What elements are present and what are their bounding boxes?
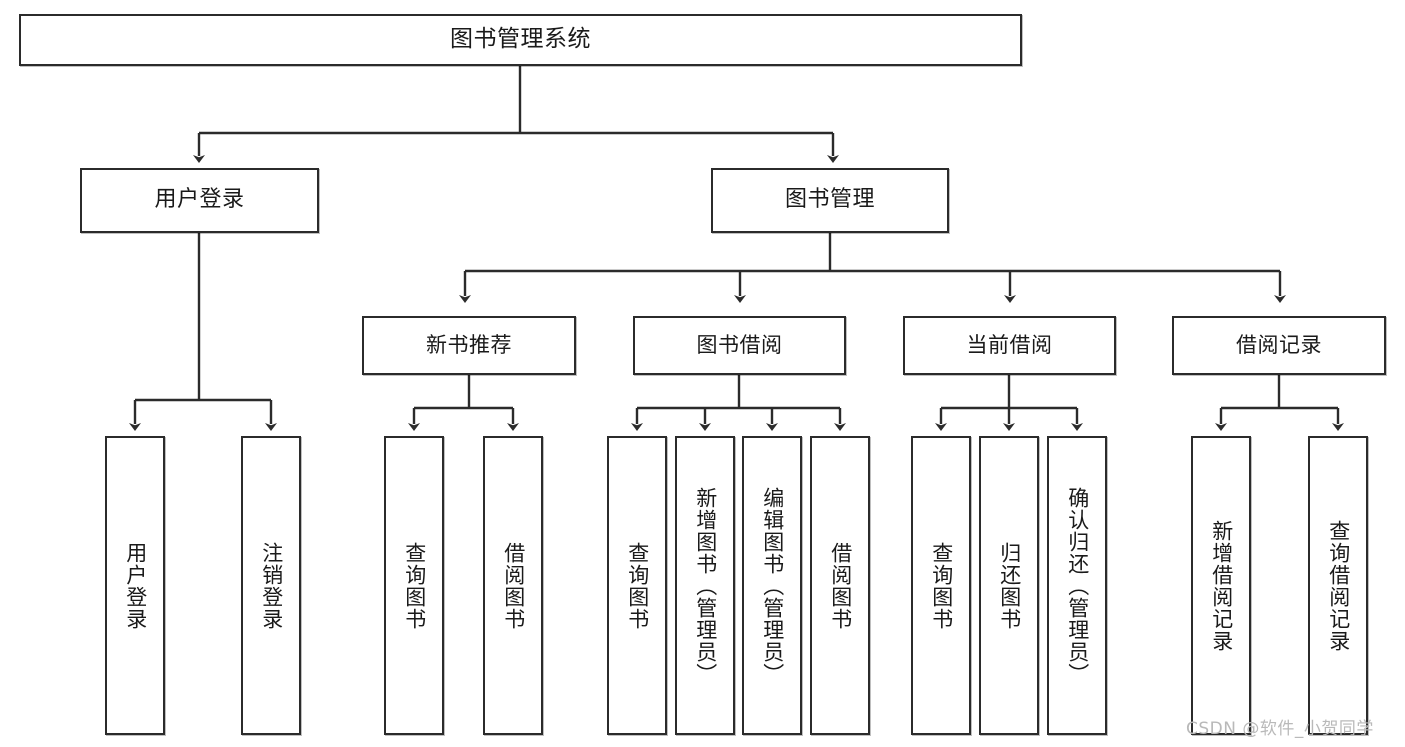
node-borrow-records-label: 借阅记录 [1236,332,1322,357]
leaf-logout[interactable]: 注销登录 [241,436,301,735]
leaf-return-book[interactable]: 归还图书 [979,436,1039,735]
leaf-add-book-admin-label: 新增图书（管理员） [693,486,718,685]
leaf-query-book-current[interactable]: 查询图书 [911,436,971,735]
node-root-label: 图书管理系统 [450,26,591,53]
node-user-login[interactable]: 用户登录 [80,168,319,233]
leaf-user-login-label: 用户登录 [123,541,148,630]
node-user-login-label: 用户登录 [154,187,245,213]
node-root[interactable]: 图书管理系统 [19,14,1022,66]
node-borrow-records[interactable]: 借阅记录 [1172,316,1386,375]
leaf-query-book-current-label: 查询图书 [929,541,954,630]
leaf-user-login[interactable]: 用户登录 [105,436,165,735]
node-book-management[interactable]: 图书管理 [711,168,949,233]
leaf-return-book-label: 归还图书 [997,541,1022,630]
node-current-borrow[interactable]: 当前借阅 [903,316,1116,375]
leaf-query-borrow-record[interactable]: 查询借阅记录 [1308,436,1368,735]
leaf-query-book-borrow-label: 查询图书 [625,541,650,630]
leaf-query-book-recommend-label: 查询图书 [402,541,427,630]
leaf-add-book-admin[interactable]: 新增图书（管理员） [675,436,735,735]
leaf-edit-book-admin-label: 编辑图书（管理员） [760,486,785,685]
leaf-borrow-book-recommend-label: 借阅图书 [501,541,526,630]
csdn-watermark: CSDN @软件_小贺同学 [1186,719,1374,739]
leaf-logout-label: 注销登录 [259,541,284,630]
leaf-confirm-return-admin-label: 确认归还（管理员） [1065,486,1090,685]
node-new-book-recommend-label: 新书推荐 [426,332,512,357]
leaf-edit-book-admin[interactable]: 编辑图书（管理员） [742,436,802,735]
leaf-borrow-book[interactable]: 借阅图书 [810,436,870,735]
leaf-query-borrow-record-label: 查询借阅记录 [1326,519,1351,652]
node-current-borrow-label: 当前借阅 [966,332,1053,357]
leaf-borrow-book-recommend[interactable]: 借阅图书 [483,436,543,735]
leaf-add-borrow-record[interactable]: 新增借阅记录 [1191,436,1251,735]
leaf-query-book-borrow[interactable]: 查询图书 [607,436,667,735]
leaf-add-borrow-record-label: 新增借阅记录 [1209,519,1234,652]
node-book-management-label: 图书管理 [784,187,875,213]
node-new-book-recommend[interactable]: 新书推荐 [362,316,576,375]
leaf-query-book-recommend[interactable]: 查询图书 [384,436,444,735]
leaf-confirm-return-admin[interactable]: 确认归还（管理员） [1047,436,1107,735]
node-book-borrow[interactable]: 图书借阅 [633,316,846,375]
node-book-borrow-label: 图书借阅 [696,332,783,357]
leaf-borrow-book-label: 借阅图书 [828,541,853,630]
